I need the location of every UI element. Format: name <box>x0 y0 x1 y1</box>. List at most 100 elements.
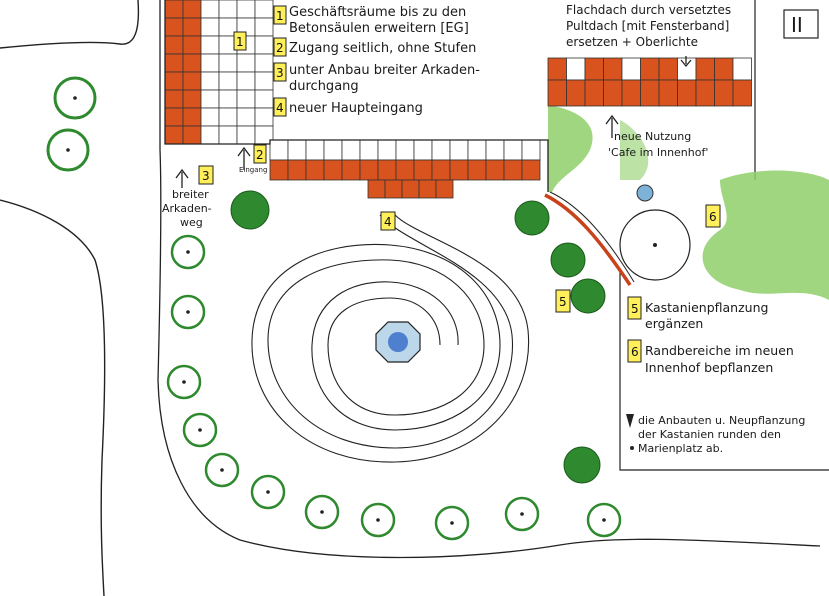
cafe-note-line-1: neue Nutzung <box>614 130 691 143</box>
plate-number: II <box>791 13 803 37</box>
roof-tile-brick <box>714 79 734 107</box>
plan-tag-6-number: 6 <box>709 210 717 224</box>
roof-tile <box>323 139 343 161</box>
roof-tile-brick <box>164 53 184 73</box>
legend-1-line-1: Geschäftsräume bis zu den <box>289 5 466 20</box>
roof-note-line-2: Pultdach [mit Fensterband] <box>566 19 729 33</box>
roof-tile-brick <box>584 57 604 81</box>
roof-tile-brick <box>164 35 184 55</box>
new-tree <box>230 190 270 230</box>
plan-tag-3-number: 3 <box>202 169 210 183</box>
arcade-label-line-3: weg <box>180 216 203 229</box>
legend-3-line-2: durchgang <box>289 79 359 94</box>
courtyard-path-edge <box>549 191 635 283</box>
roof-tile <box>236 71 256 91</box>
roof-tile <box>236 0 256 19</box>
roof-tile <box>287 139 307 161</box>
roof-tile-brick <box>640 79 660 107</box>
roof-tile <box>254 17 274 37</box>
plan-tag-5: 5 <box>555 289 571 313</box>
roof-tile-brick <box>367 179 386 199</box>
roof-tile <box>218 0 238 19</box>
roof-tile <box>200 107 220 127</box>
roof-note-line-1: Flachdach durch versetztes <box>566 3 731 17</box>
arcade-arrow-icon <box>175 168 189 188</box>
new-tree <box>563 446 601 484</box>
road-trees <box>46 76 97 172</box>
roof-tile-brick <box>547 57 567 81</box>
roof-tile <box>621 57 641 81</box>
chestnut-tree-center <box>376 518 380 522</box>
new-tree <box>550 242 586 278</box>
roof-tile-brick <box>182 0 202 19</box>
legend-5-line-1: Kastanienpflanzung <box>645 300 768 315</box>
roof-tile-brick <box>341 159 361 181</box>
legend-right: 5 Kastanienpflanzung ergänzen 6 Randbere… <box>627 296 805 455</box>
legend-6-number: 6 <box>631 345 639 359</box>
new-tree <box>570 278 606 314</box>
building-roof-tiles <box>164 0 752 199</box>
roof-tile-brick <box>431 159 451 181</box>
plan-tag-6: 6 <box>705 204 721 228</box>
chestnut-tree-center <box>602 518 606 522</box>
roof-tile-brick <box>164 107 184 127</box>
chestnut-tree-center <box>198 428 202 432</box>
roof-tile <box>431 139 451 161</box>
roof-tile-brick <box>435 179 454 199</box>
roof-tile <box>218 53 238 73</box>
closing-marker-icon <box>626 414 634 428</box>
plate-frame <box>783 9 819 39</box>
plan-tag-1-number: 1 <box>236 35 244 49</box>
building-outline <box>164 0 549 192</box>
spiral-path-inner <box>267 214 514 449</box>
legend-2-line-1: Zugang seitlich, ohne Stufen <box>289 41 476 56</box>
chestnut-tree-center <box>220 468 224 472</box>
roof-tile <box>236 125 256 145</box>
roof-tile-brick <box>677 79 697 107</box>
roof-tile <box>200 35 220 55</box>
cafe-arrow-icon <box>605 114 619 138</box>
roof-tile-brick <box>503 159 523 181</box>
roof-tile <box>449 139 469 161</box>
chestnut-tree-center <box>320 510 324 514</box>
plan-tag-2: 2 <box>253 144 267 164</box>
roof-tile <box>200 125 220 145</box>
roof-tile <box>236 53 256 73</box>
roof-tile-brick <box>547 79 567 107</box>
plan-tag-1: 1 <box>233 31 247 51</box>
legend-4-number: 4 <box>276 101 284 115</box>
roof-tile-brick <box>164 125 184 145</box>
roof-tile-brick <box>413 159 433 181</box>
roof-tile-brick <box>182 107 202 127</box>
courtyard-fountain <box>636 184 654 202</box>
tree-center <box>66 148 70 152</box>
roof-tile <box>200 71 220 91</box>
roof-tile-brick <box>449 159 469 181</box>
roof-tile-brick <box>182 89 202 109</box>
roof-tile <box>377 139 397 161</box>
new-tree <box>514 200 550 236</box>
entrance-arrow-icon <box>237 146 251 170</box>
entrance-label: Eingang <box>239 166 267 174</box>
chestnut-tree-center <box>182 380 186 384</box>
roof-tile <box>269 139 289 161</box>
roof-tile-brick <box>182 53 202 73</box>
roof-tile-brick <box>164 17 184 37</box>
roof-tile-brick <box>395 159 415 181</box>
plan-tag-4-number: 4 <box>384 215 392 229</box>
legend-6-line-1: Randbereiche im neuen <box>645 343 794 358</box>
legend-1-number: 1 <box>276 9 284 23</box>
roof-tile-brick <box>714 57 734 81</box>
roof-tile <box>218 107 238 127</box>
roof-tile <box>395 139 415 161</box>
roof-tile <box>732 57 752 81</box>
roof-tile <box>521 139 541 161</box>
plaza-boundary <box>157 0 821 559</box>
chestnut-tree-center <box>186 250 190 254</box>
closing-line-3: Marienplatz ab. <box>638 442 723 455</box>
roof-tile-brick <box>521 159 541 181</box>
roof-tile-brick <box>658 57 678 81</box>
roof-tile <box>200 89 220 109</box>
roof-tile <box>566 57 586 81</box>
chestnut-tree-center <box>266 490 270 494</box>
